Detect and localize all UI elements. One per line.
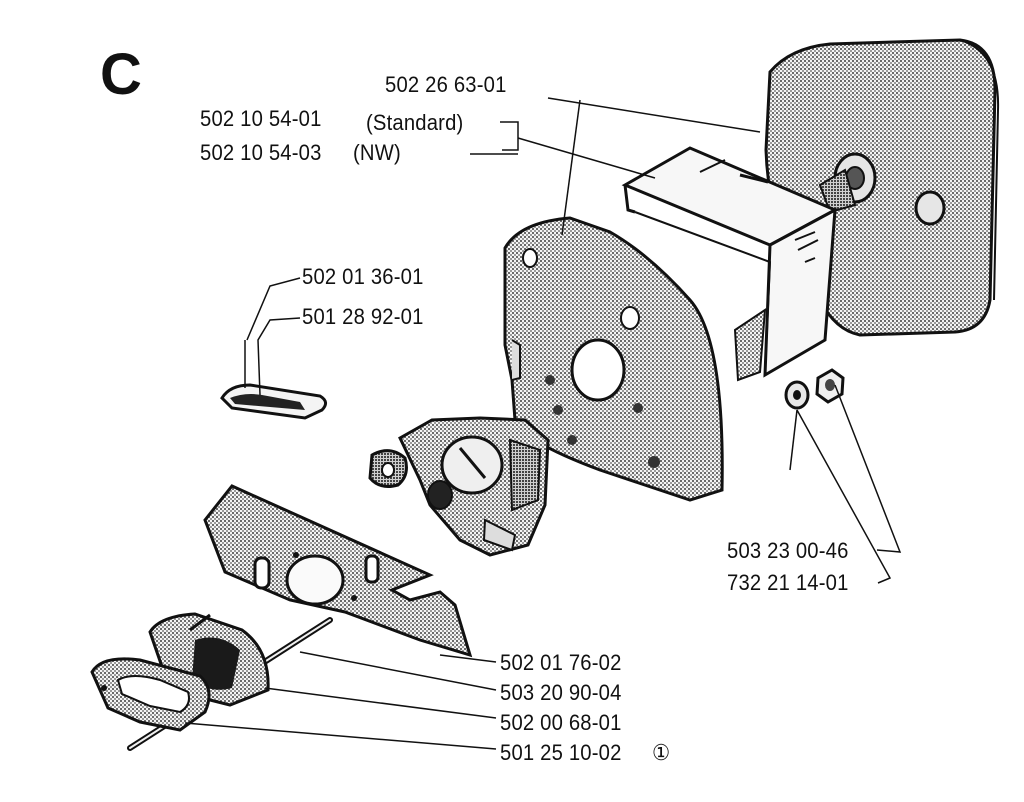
part-number-clip-a: 502 01 36-01 (302, 264, 424, 289)
filter-nw-tag: (NW) (353, 140, 401, 165)
part-number-nut: 732 21 14-01 (727, 570, 849, 595)
clip-part (220, 340, 327, 420)
filter-holder-part (503, 216, 724, 502)
part-number-filter-standard: 502 10 54-01 (200, 106, 322, 131)
part-number-plate: 502 01 76-02 (500, 650, 622, 675)
filter-standard-tag: (Standard) (366, 110, 464, 135)
part-number-washer: 503 23 00-46 (727, 538, 849, 563)
leader-lines (184, 97, 902, 750)
part-number-air-filter-cover: 502 26 63-01 (385, 72, 507, 97)
washer-nut-part (784, 368, 845, 410)
filter-element-part (621, 146, 839, 382)
part-number-bolt: 501 25 10-02 (500, 740, 622, 765)
section-letter: C (100, 42, 142, 107)
part-number-filter-nw: 502 10 54-03 (200, 140, 322, 165)
bolt-footnote-marker: ① (652, 740, 671, 765)
heat-shield-part (203, 484, 473, 658)
gasket-part (90, 657, 211, 732)
carburetor-part (368, 416, 550, 557)
part-number-gasket-b: 502 00 68-01 (500, 710, 622, 735)
part-number-clip-b: 501 28 92-01 (302, 304, 424, 329)
part-number-gasket-a: 503 20 90-04 (500, 680, 622, 705)
